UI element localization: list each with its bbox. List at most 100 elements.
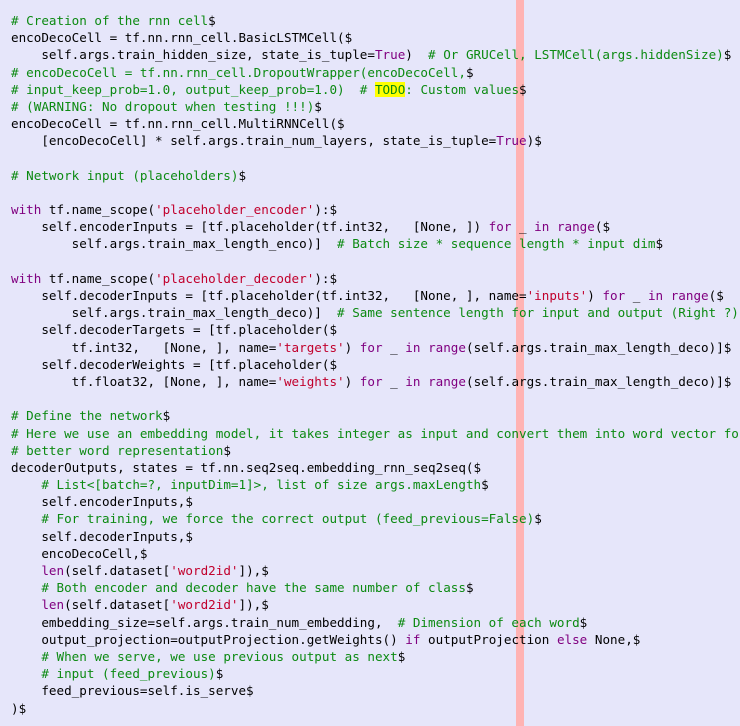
code-line[interactable]: self.encoderInputs,$ xyxy=(11,493,740,510)
code-token-plain xyxy=(11,649,41,664)
code-token-string: 'word2id' xyxy=(170,597,239,613)
line-end-marker: $ xyxy=(465,64,474,80)
code-token-keyword: in xyxy=(405,339,421,355)
code-line[interactable]: # Creation of the rnn cell$ xyxy=(11,12,740,29)
code-token-keyword: in xyxy=(534,219,550,235)
code-token-plain: _ xyxy=(382,339,406,355)
line-end-marker: $ xyxy=(238,167,247,183)
code-line[interactable]: # input (feed_previous)$ xyxy=(11,665,740,682)
line-end-marker: $ xyxy=(723,339,732,355)
code-token-plain xyxy=(11,597,41,612)
line-end-marker: $ xyxy=(185,494,193,510)
code-line[interactable]: self.args.train_max_length_enco)] # Batc… xyxy=(11,235,740,252)
code-token-plain: (self.dataset[ xyxy=(64,597,171,613)
code-token-plain: encoDecoCell = tf.nn.rnn_cell.MultiRNNCe… xyxy=(11,116,338,132)
code-token-plain: self.decoderTargets = [tf.placeholder( xyxy=(11,322,330,338)
code-token-plain: ) xyxy=(344,373,360,389)
code-line[interactable]: self.encoderInputs = [tf.placeholder(tf.… xyxy=(11,218,740,235)
line-end-marker: $ xyxy=(473,459,482,475)
code-token-plain xyxy=(11,563,41,578)
code-line[interactable]: encoDecoCell = tf.nn.rnn_cell.MultiRNNCe… xyxy=(11,115,740,132)
code-token-string: 'targets' xyxy=(276,339,345,355)
code-line[interactable] xyxy=(11,150,740,167)
line-end-marker: $ xyxy=(261,597,269,613)
code-line[interactable]: )$ xyxy=(11,700,740,717)
code-token-plain xyxy=(663,288,671,303)
code-token-comment: # Network input (placeholders) xyxy=(11,167,239,183)
code-area[interactable]: # Creation of the rnn cell$encoDecoCell … xyxy=(11,12,740,717)
line-end-marker: $ xyxy=(534,133,542,149)
code-token-plain: ) xyxy=(11,700,19,716)
line-end-marker: $ xyxy=(329,356,338,372)
code-line[interactable]: # Here we use an embedding model, it tak… xyxy=(11,425,740,442)
code-line[interactable]: self.args.train_max_length_deco)] # Same… xyxy=(11,304,740,321)
code-line[interactable] xyxy=(11,253,740,270)
code-token-keyword: True xyxy=(496,133,527,149)
code-line[interactable]: # input_keep_prob=1.0, output_keep_prob=… xyxy=(11,81,740,98)
code-line[interactable]: tf.float32, [None, ], name='weights') fo… xyxy=(11,373,740,390)
code-token-plain: ]), xyxy=(238,563,262,578)
code-token-comment: : Custom values xyxy=(405,81,520,97)
line-end-marker: $ xyxy=(329,270,338,286)
code-line[interactable]: tf.int32, [None, ], name='targets') for … xyxy=(11,339,740,356)
code-token-plain xyxy=(11,511,41,526)
code-line[interactable]: # For training, we force the correct out… xyxy=(11,510,740,527)
line-end-marker: $ xyxy=(519,81,527,97)
code-token-keyword: for xyxy=(359,373,383,389)
code-token-comment: # Here we use an embedding model, it tak… xyxy=(11,425,740,441)
code-token-plain: self.args.train_hidden_size, state_is_tu… xyxy=(11,47,375,63)
code-token-plain: ]), xyxy=(238,597,262,613)
code-token-todo: TODO xyxy=(374,81,406,97)
code-line[interactable]: # Define the network$ xyxy=(11,407,740,424)
code-token-keyword: in xyxy=(405,373,421,389)
code-token-comment: # better word representation xyxy=(11,442,224,458)
code-token-keyword: in xyxy=(647,288,664,303)
code-line[interactable]: with tf.name_scope('placeholder_encoder'… xyxy=(11,201,740,218)
code-line[interactable]: # When we serve, we use previous output … xyxy=(11,648,740,665)
code-token-string: 'word2id' xyxy=(170,563,239,578)
code-token-plain: tf.int32, [None, ], name= xyxy=(11,339,277,355)
code-token-comment: # (WARNING: No dropout when testing !!!) xyxy=(11,98,315,114)
code-token-comment: # List<[batch=?, inputDim=1]>, list of s… xyxy=(41,477,482,493)
code-line[interactable]: self.decoderTargets = [tf.placeholder($ xyxy=(11,321,740,338)
code-line[interactable]: encoDecoCell,$ xyxy=(11,545,740,562)
code-line[interactable]: # better word representation$ xyxy=(11,442,740,459)
code-token-comment: # When we serve, we use previous output … xyxy=(41,648,398,664)
code-line[interactable]: len(self.dataset['word2id']),$ xyxy=(11,596,740,613)
code-token-plain: (self.dataset[ xyxy=(64,563,171,578)
code-token-plain: self.decoderWeights = [tf.placeholder( xyxy=(11,356,330,372)
code-line[interactable]: encoDecoCell = tf.nn.rnn_cell.BasicLSTMC… xyxy=(11,29,740,46)
line-end-marker: $ xyxy=(632,631,641,647)
code-line[interactable]: # Network input (placeholders)$ xyxy=(11,167,740,184)
code-token-comment: # Define the network xyxy=(11,408,163,424)
line-end-marker: $ xyxy=(481,477,489,493)
code-line[interactable]: # (WARNING: No dropout when testing !!!)… xyxy=(11,98,740,115)
line-end-marker: $ xyxy=(739,305,740,320)
code-line[interactable]: decoderOutputs, states = tf.nn.seq2seq.e… xyxy=(11,459,740,476)
code-token-plain: ( xyxy=(594,219,603,235)
code-line[interactable] xyxy=(11,184,740,201)
code-line[interactable]: # List<[batch=?, inputDim=1]>, list of s… xyxy=(11,476,740,493)
code-line[interactable]: feed_previous=self.is_serve$ xyxy=(11,682,740,699)
code-line[interactable] xyxy=(11,390,740,407)
code-line[interactable]: self.decoderWeights = [tf.placeholder($ xyxy=(11,356,740,373)
code-line[interactable]: # Both encoder and decoder have the same… xyxy=(11,579,740,596)
code-token-keyword: else xyxy=(556,631,588,647)
code-token-plain: tf.float32, [None, ], name= xyxy=(11,373,277,389)
code-token-plain: [encoDecoCell] * self.args.train_num_lay… xyxy=(11,133,497,149)
line-end-marker: $ xyxy=(314,98,322,114)
code-line[interactable]: self.args.train_hidden_size, state_is_tu… xyxy=(11,46,740,63)
code-line[interactable]: self.decoderInputs,$ xyxy=(11,528,740,545)
code-line[interactable]: self.decoderInputs = [tf.placeholder(tf.… xyxy=(11,287,740,304)
code-line[interactable]: embedding_size=self.args.train_num_embed… xyxy=(11,614,740,631)
code-line[interactable]: [encoDecoCell] * self.args.train_num_lay… xyxy=(11,132,740,149)
code-line[interactable]: with tf.name_scope('placeholder_decoder'… xyxy=(11,270,740,287)
line-end-marker: $ xyxy=(162,408,171,424)
code-line[interactable]: len(self.dataset['word2id']),$ xyxy=(11,562,740,579)
code-line[interactable]: # encoDecoCell = tf.nn.rnn_cell.DropoutW… xyxy=(11,64,740,81)
line-end-marker: $ xyxy=(716,288,724,303)
code-token-keyword: for xyxy=(602,288,626,303)
code-token-plain: ) xyxy=(405,47,429,63)
code-line[interactable]: output_projection=outputProjection.getWe… xyxy=(11,631,740,648)
